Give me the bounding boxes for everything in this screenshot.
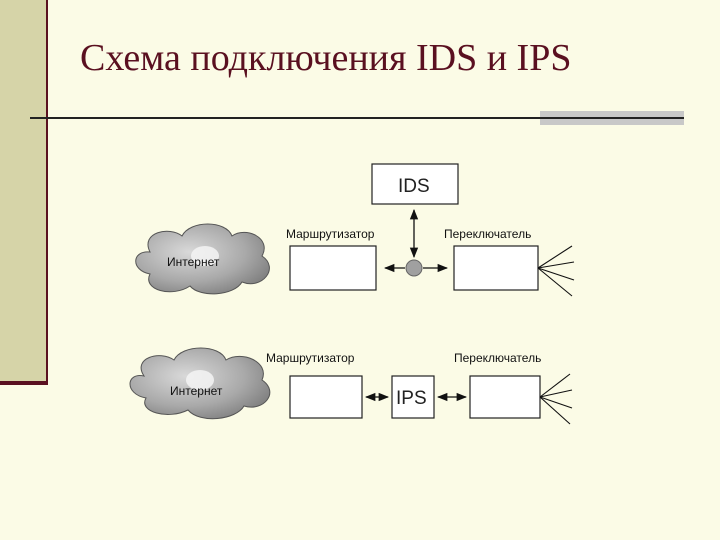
switch-box-bottom [469,375,541,419]
title-rule [30,117,570,119]
slide-title: Схема подключения IDS и IPS [80,37,572,79]
switch-label-top: Переключатель [444,227,531,241]
ips-box-label: IPS [396,388,427,409]
ids-scheme: Интернет Маршрутизатор Переключатель IDS [135,163,575,297]
switch-box-top [453,245,539,291]
router-label-bottom: Маршрутизатор [266,351,355,365]
left-bar-underline [0,381,48,385]
ips-box [391,375,435,419]
switch-label-bottom: Переключатель [454,351,541,365]
internet-cloud-top: Интернет [135,223,270,295]
network-tap-node [405,259,423,277]
switch-lines-top [537,245,575,297]
router-box-bottom [289,375,363,419]
ips-scheme: Интернет Маршрутизатор IPS Переключатель [129,347,573,425]
router-box-top [289,245,377,291]
internet-label-top: Интернет [167,255,220,269]
title-rule-accent [540,111,684,125]
internet-cloud-bottom: Интернет [129,347,271,420]
ids-box-label: IDS [398,176,430,197]
slide-left-bar [0,0,48,382]
ids-box [371,163,459,205]
internet-label-bottom: Интернет [170,384,223,398]
switch-lines-bottom [539,373,573,425]
router-label-top: Маршрутизатор [286,227,375,241]
